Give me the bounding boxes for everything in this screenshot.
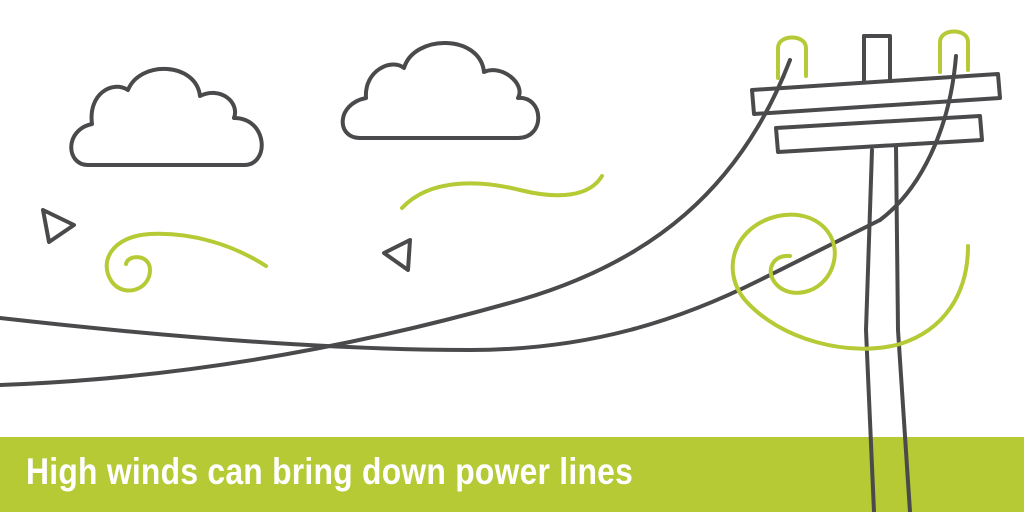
- wind-gust-icon: [400, 174, 604, 210]
- wind-arrow-icon: [382, 238, 412, 272]
- power-line: [878, 54, 958, 222]
- insulator-icon: [776, 35, 808, 80]
- wind-swirl-icon: [730, 212, 970, 351]
- cloud-icon: [340, 41, 541, 140]
- utility-pole-icon: [750, 34, 1002, 512]
- cloud-icon: [69, 67, 264, 167]
- headline: High winds can bring down power lines: [26, 451, 634, 492]
- power-line: [0, 58, 792, 387]
- banner-background: [0, 437, 1024, 512]
- wind-swirl-icon: [104, 231, 268, 293]
- wind-arrow-icon: [41, 208, 76, 244]
- power-line: [0, 218, 882, 352]
- insulator-icon: [938, 29, 970, 74]
